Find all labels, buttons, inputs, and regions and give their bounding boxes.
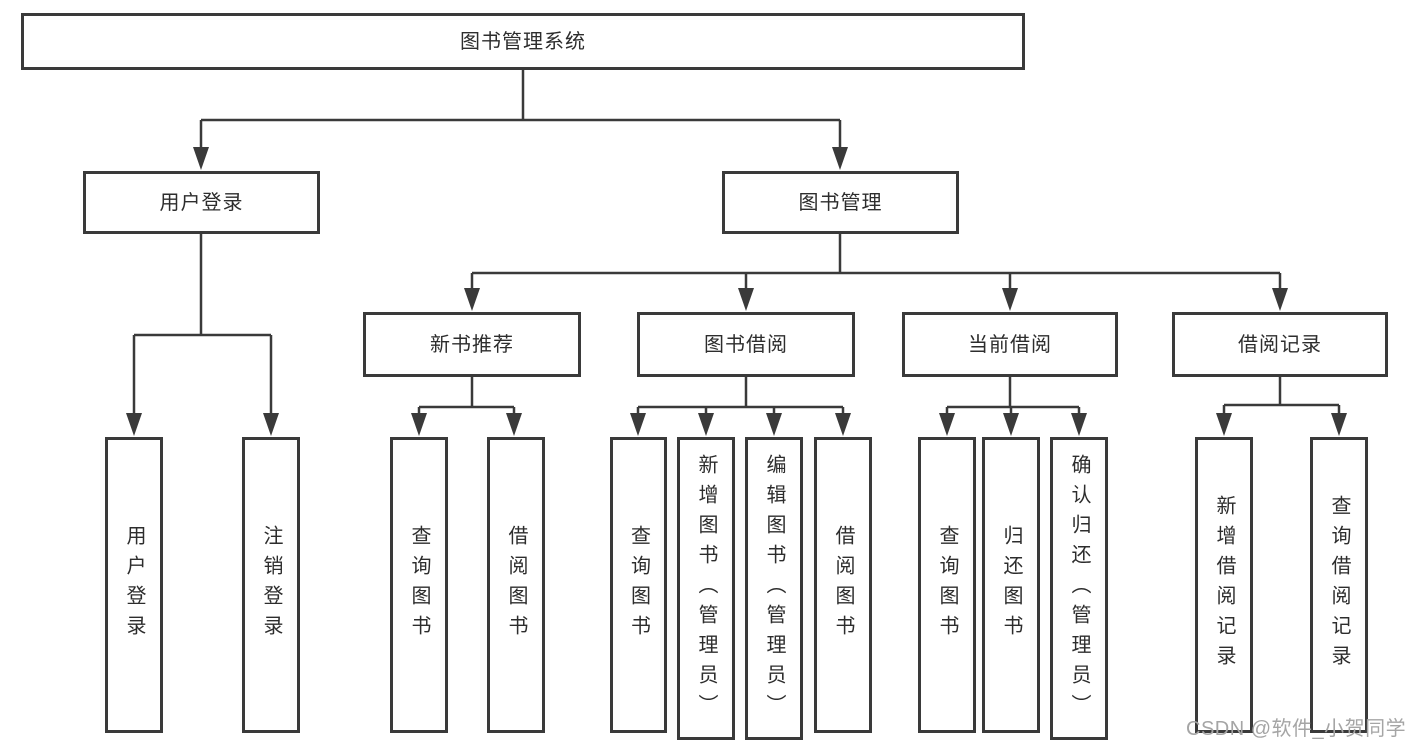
leaf-edit-books-admin: 编辑图书（管理员） [745, 437, 803, 740]
leaf-rec-query-books: 查询图书 [390, 437, 448, 733]
node-new-book-recommend: 新书推荐 [363, 312, 581, 377]
leaf-borrow-query-books: 查询图书 [610, 437, 667, 733]
leaf-add-borrow-record: 新增借阅记录 [1195, 437, 1253, 733]
leaf-user-login: 用户登录 [105, 437, 163, 733]
leaf-rec-borrow-books: 借阅图书 [487, 437, 545, 733]
node-root-system: 图书管理系统 [21, 13, 1025, 70]
leaf-current-query-books: 查询图书 [918, 437, 976, 733]
leaf-confirm-return-admin: 确认归还（管理员） [1050, 437, 1108, 740]
node-book-borrowing: 图书借阅 [637, 312, 855, 377]
csdn-watermark: CSDN @软件_小贺同学 [1186, 718, 1405, 740]
leaf-add-books-admin: 新增图书（管理员） [677, 437, 735, 740]
leaf-query-borrow-record: 查询借阅记录 [1310, 437, 1368, 733]
node-user-login: 用户登录 [83, 171, 320, 234]
leaf-return-books: 归还图书 [982, 437, 1040, 733]
node-current-borrowing: 当前借阅 [902, 312, 1118, 377]
node-borrowing-records: 借阅记录 [1172, 312, 1388, 377]
leaf-borrow-books: 借阅图书 [814, 437, 872, 733]
node-book-management: 图书管理 [722, 171, 959, 234]
leaf-logout: 注销登录 [242, 437, 300, 733]
